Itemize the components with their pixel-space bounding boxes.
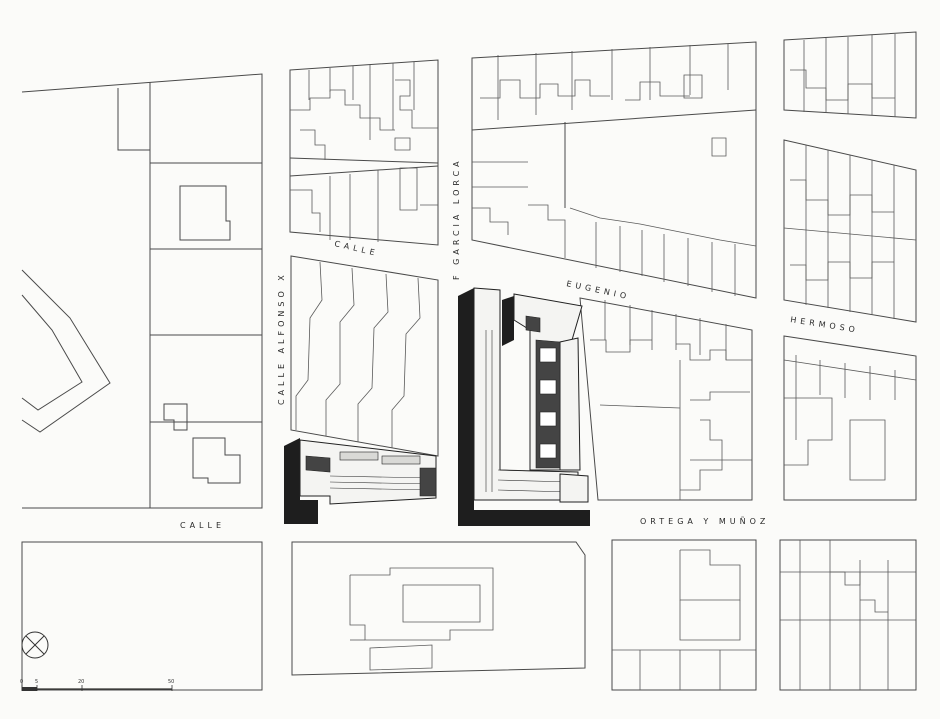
project-building-east	[458, 287, 590, 526]
street-label-garcia-lorca: F GARCIA LORCA	[452, 157, 461, 280]
street-label-eugenio: EUGENIO	[566, 279, 631, 301]
scale-tick-20: 20	[78, 679, 84, 685]
block-east	[783, 31, 917, 501]
block-south-west	[21, 541, 263, 691]
street-label-ortega-y-munoz: ORTEGA Y MUÑOZ	[640, 516, 769, 526]
block-center-west	[290, 255, 439, 457]
scale-tick-0: 0	[20, 679, 23, 685]
street-label-hermoso: HERMOSO	[790, 315, 860, 335]
project-building-west	[284, 438, 437, 524]
block-south-center	[291, 541, 586, 676]
block-north-east	[471, 41, 757, 299]
block-south-far-east	[779, 539, 917, 691]
street-label-calle-lower: CALLE	[180, 521, 225, 530]
block-west	[21, 73, 263, 509]
block-east-center	[579, 297, 753, 501]
scale-bar: 0 5 20 50	[20, 679, 174, 691]
block-north-center	[289, 59, 439, 246]
block-south-east	[611, 539, 757, 691]
north-arrow-icon	[21, 631, 49, 659]
scale-tick-50: 50	[168, 679, 174, 685]
street-label-calle-upper: CALLE	[334, 239, 380, 258]
street-label-alfonso-x: CALLE ALFONSO X	[277, 271, 286, 405]
scale-tick-5: 5	[35, 679, 38, 685]
